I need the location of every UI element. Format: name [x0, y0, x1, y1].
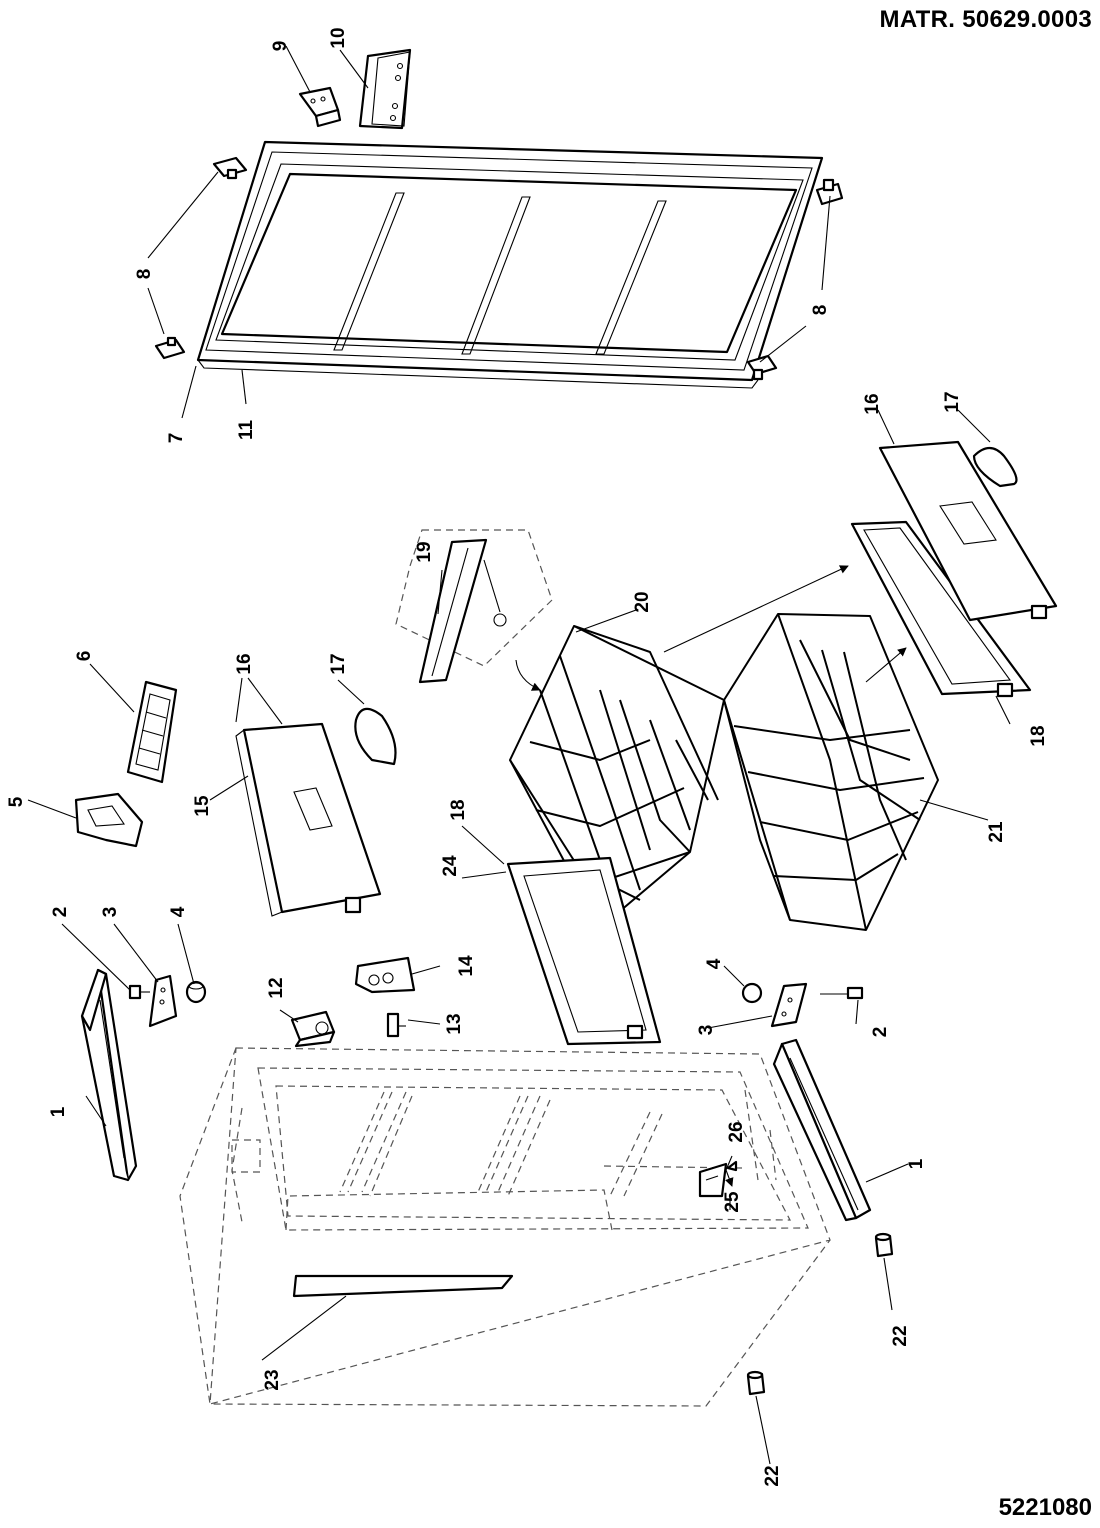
door-pivot-top-left [212, 156, 248, 180]
handle-cap-small [354, 707, 397, 766]
bushing-right [741, 982, 763, 1004]
callout-7: 7 [166, 433, 187, 444]
top-rail-left [80, 968, 138, 1182]
callout-24: 24 [440, 855, 461, 877]
callout-6: 6 [74, 651, 95, 662]
callout-1b: 1 [906, 1158, 927, 1169]
door-assembly [196, 140, 824, 389]
callout-13: 13 [444, 1013, 465, 1034]
hinge-bracket-right [770, 982, 808, 1028]
door-lock-bracket [290, 1010, 336, 1048]
foot-left [746, 1370, 766, 1396]
callout-3a: 3 [100, 907, 121, 918]
thermostat-cover [698, 1162, 728, 1198]
callout-4b: 4 [704, 958, 725, 969]
drawing-number: MATR. 50629.0003 [879, 6, 1092, 33]
bushing-left [185, 980, 207, 1004]
callout-2a: 2 [50, 907, 71, 918]
callout-18a: 18 [1028, 725, 1049, 746]
door-pivot-bottom-right [746, 354, 778, 381]
upper-wire-basket [509, 625, 725, 929]
thermostat-knob [386, 1012, 406, 1038]
ice-scraper [74, 792, 144, 848]
flap-door-small [235, 722, 382, 917]
callout-4a: 4 [168, 906, 189, 917]
hinge-bracket-left [148, 974, 178, 1028]
callout-2b: 2 [870, 1027, 891, 1038]
callout-10: 10 [328, 27, 349, 48]
screw-right [820, 986, 864, 1000]
thermostat-housing [354, 956, 416, 994]
callout-1a: 1 [48, 1106, 69, 1117]
flap-door-large [878, 440, 1058, 622]
callout-20: 20 [632, 591, 653, 612]
callout-21: 21 [986, 821, 1007, 843]
leader-lines [27, 45, 1011, 1465]
handle-cap-large [972, 446, 1018, 488]
assembly-arrows [515, 565, 907, 1187]
callout-11: 11 [236, 420, 257, 441]
callout-12: 12 [266, 977, 287, 998]
door-pivot-bottom-left [154, 336, 186, 360]
callout-14: 14 [456, 955, 477, 977]
callout-26: 26 [726, 1121, 747, 1142]
callout-16b: 16 [862, 393, 883, 414]
thermostat-screw [726, 1160, 738, 1172]
callout-22a: 22 [890, 1325, 911, 1346]
callout-8b: 8 [810, 305, 831, 316]
callout-8a: 8 [134, 269, 155, 280]
callout-15: 15 [192, 795, 213, 817]
callout-labels: 9 10 8 8 7 11 6 5 16 17 15 16 17 19 20 1… [6, 27, 1049, 1486]
foot-right [874, 1232, 894, 1258]
callout-19: 19 [414, 541, 435, 562]
callout-3b: 3 [696, 1025, 717, 1036]
document-code: 5221080 [998, 1494, 1092, 1521]
drawer-front-lower [506, 856, 662, 1046]
hinge-bar [358, 48, 412, 130]
callout-16a: 16 [234, 653, 255, 674]
hinge-plate [298, 86, 342, 128]
drawer-front-upper-right [850, 520, 1032, 698]
callout-5: 5 [6, 796, 27, 807]
callout-18b: 18 [448, 799, 469, 820]
callout-17b: 17 [942, 391, 963, 412]
screw-left [128, 984, 150, 1000]
bottom-trim-strip [292, 1274, 514, 1298]
callout-22b: 22 [762, 1465, 783, 1486]
callout-9: 9 [270, 41, 291, 52]
callout-17a: 17 [328, 653, 349, 674]
callout-23: 23 [262, 1369, 283, 1390]
detail-callout-frame [395, 529, 553, 684]
callout-25: 25 [722, 1191, 743, 1213]
ice-cube-tray [126, 680, 178, 784]
lower-wire-basket [723, 613, 939, 931]
door-pivot-top-right [815, 178, 844, 206]
cabinet-outline [179, 1047, 831, 1407]
top-rail-right [772, 1038, 872, 1222]
